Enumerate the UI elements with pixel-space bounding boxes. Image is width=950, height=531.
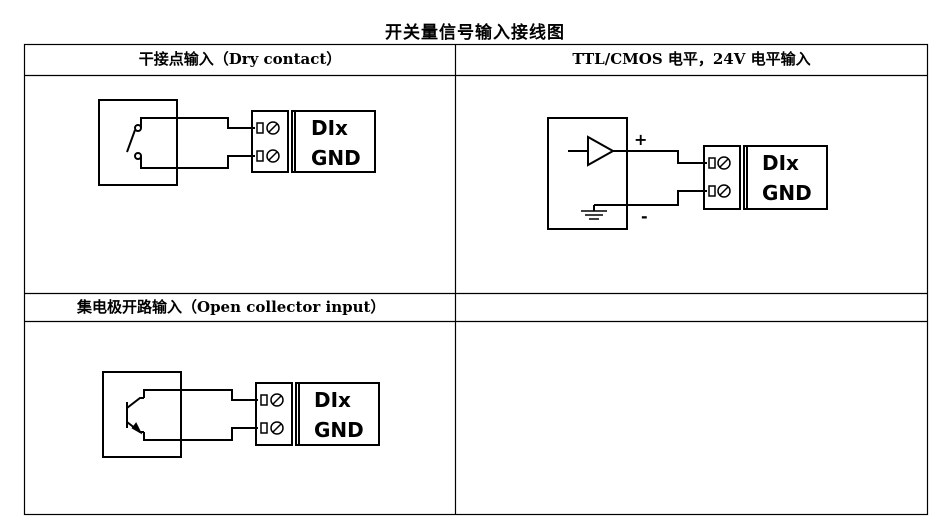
ttl-device-box	[547, 117, 628, 230]
polarity-minus: -	[641, 207, 648, 226]
open-collector-device-box	[102, 371, 182, 458]
diagram-title: 开关量信号输入接线图	[385, 23, 565, 43]
screw-terminal-icon	[255, 382, 380, 446]
terminal-di-label: DIx	[311, 116, 348, 140]
terminal-gnd-label: GND	[314, 418, 364, 442]
switch-icon	[126, 124, 142, 160]
screw-terminal-icon	[251, 110, 376, 173]
ground-icon	[581, 204, 627, 220]
terminal-di-label: DIx	[314, 388, 351, 412]
ttl-cmos-diagram: + - DIx GND	[547, 117, 828, 230]
header-dry-contact: 干接点输入（Dry contact）	[138, 50, 342, 68]
terminal-gnd-label: GND	[311, 146, 361, 170]
buffer-amplifier-icon	[568, 135, 627, 167]
polarity-plus: +	[634, 130, 647, 149]
screw-terminal-icon	[703, 145, 828, 210]
dry-contact-device-box	[98, 99, 178, 186]
header-open-collector: 集电极开路输入（Open collector input）	[77, 298, 386, 316]
terminal-di-label: DIx	[762, 151, 799, 175]
npn-transistor-icon	[126, 397, 144, 435]
terminal-gnd-label: GND	[762, 181, 812, 205]
dry-contact-diagram: DIx GND	[98, 99, 376, 186]
open-collector-diagram: DIx GND	[102, 371, 380, 458]
header-ttl-cmos: TTL/CMOS 电平，24V 电平输入	[572, 50, 811, 68]
